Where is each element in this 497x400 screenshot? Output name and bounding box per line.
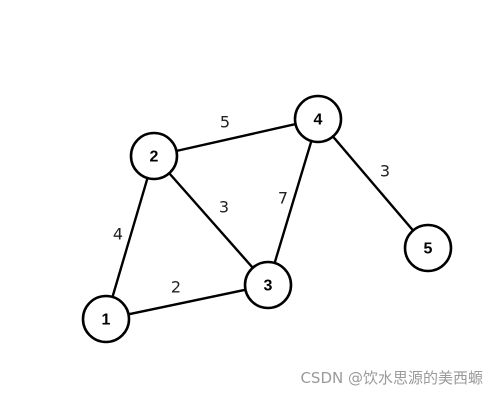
edge-1-2 xyxy=(104,154,156,321)
edge-weight-1-3: 2 xyxy=(171,278,181,297)
node-4: 4 xyxy=(293,94,343,144)
node-label-5: 5 xyxy=(424,241,433,258)
edges-layer xyxy=(104,117,430,321)
node-circle-2 xyxy=(129,131,179,181)
edge-weight-1-2: 4 xyxy=(113,225,123,244)
edge-4-5 xyxy=(316,117,430,250)
node-circle-5 xyxy=(403,223,453,273)
edge-2-4 xyxy=(152,117,320,158)
node-1: 1 xyxy=(81,294,131,344)
node-circle-3 xyxy=(243,260,293,310)
edge-weight-4-5: 3 xyxy=(380,162,390,181)
node-2: 2 xyxy=(129,131,179,181)
node-label-4: 4 xyxy=(314,112,323,129)
edge-1-3 xyxy=(104,283,270,321)
edge-3-4 xyxy=(266,117,320,287)
node-label-3: 3 xyxy=(264,278,273,295)
edge-2-3 xyxy=(152,154,270,287)
edge-weight-2-4: 5 xyxy=(220,113,230,132)
node-5: 5 xyxy=(403,223,453,273)
nodes-layer: 1 2 3 4 5 xyxy=(81,94,453,344)
edge-weight-2-3: 3 xyxy=(219,198,229,217)
node-circle-4 xyxy=(293,94,343,144)
node-label-1: 1 xyxy=(102,312,111,329)
node-label-2: 2 xyxy=(150,149,159,166)
watermark: CSDN @饮水思源的美西螈 xyxy=(300,369,483,387)
node-circle-1 xyxy=(81,294,131,344)
node-3: 3 xyxy=(243,260,293,310)
edge-weight-3-4: 7 xyxy=(278,189,288,208)
edge-weights-layer: 4 2 3 5 7 3 xyxy=(113,113,390,297)
